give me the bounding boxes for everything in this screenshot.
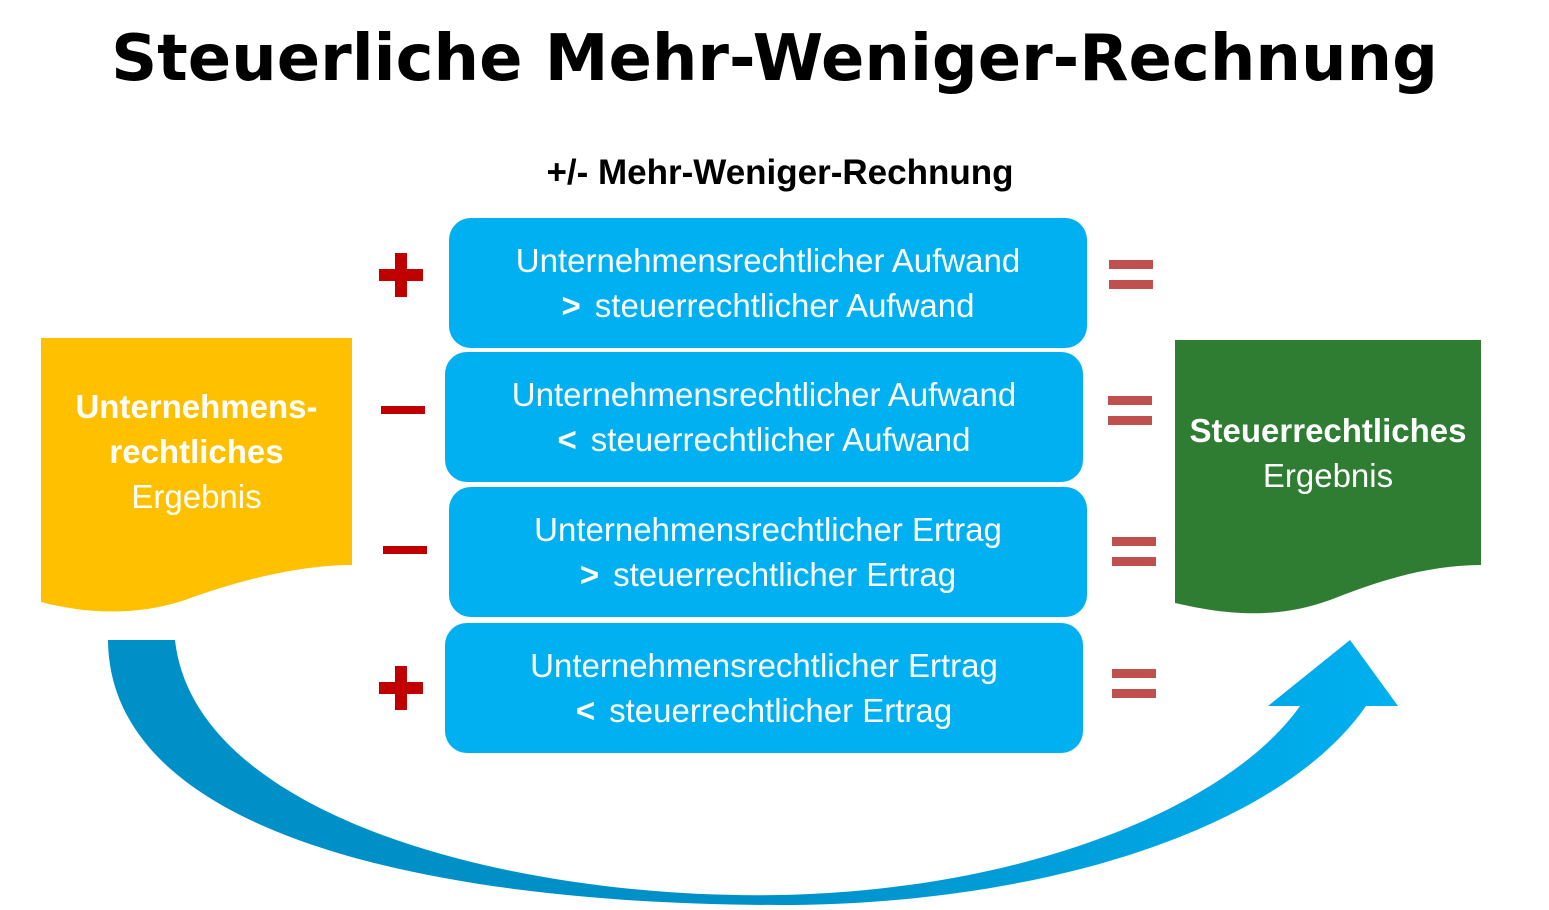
box-line2: > steuerrechtlicher Ertrag [580, 552, 956, 597]
box-line2: < steuerrechtlicher Aufwand [558, 417, 971, 462]
end-document-line2: Ergebnis [1262, 457, 1394, 494]
page-title: Steuerliche Mehr-Weniger-Rechnung [111, 22, 1438, 96]
minus-sign-icon [383, 546, 427, 554]
box-line2: < steuerrechtlicher Ertrag [576, 688, 952, 733]
box-line2-text: steuerrechtlicher Aufwand [594, 287, 975, 324]
equals-sign-icon [1112, 537, 1156, 567]
equals-sign-icon [1112, 669, 1156, 699]
start-document-line1: Unternehmens- [75, 388, 318, 425]
plus-sign-icon [379, 666, 423, 710]
box-line2-text: steuerrechtlicher Ertrag [613, 556, 957, 593]
adjustment-box-1: Unternehmensrechtlicher Aufwand > steuerr… [449, 218, 1087, 348]
box-line1: Unternehmensrechtlicher Aufwand [515, 242, 1021, 279]
comparison-operator: < [575, 692, 596, 729]
equals-sign-icon [1109, 260, 1153, 290]
diagram-subtitle: +/- Mehr-Weniger-Rechnung [546, 153, 1014, 192]
comparison-operator: > [579, 556, 600, 593]
comparison-operator: < [557, 421, 577, 458]
end-document-line1: Steuerrechtliches [1189, 412, 1467, 449]
comparison-operator: > [561, 287, 581, 324]
plus-sign-icon [379, 253, 423, 297]
end-document-shape [1175, 340, 1481, 614]
equals-sign-icon [1108, 396, 1152, 426]
minus-sign-icon [381, 406, 425, 414]
start-document-line3: Ergebnis [131, 478, 262, 515]
adjustment-box-2: Unternehmensrechtlicher Aufwand < steuerr… [445, 352, 1083, 482]
start-document-line2: rechtliches [109, 433, 284, 470]
start-document-shape [41, 338, 352, 612]
end-document-label: Steuerrechtliches Ergebnis [1175, 408, 1481, 498]
box-line1: Unternehmensrechtlicher Ertrag [534, 511, 1002, 548]
adjustment-box-4: Unternehmensrechtlicher Ertrag < steuerre… [445, 623, 1083, 753]
box-line2: > steuerrechtlicher Aufwand [562, 283, 975, 328]
box-line2-text: steuerrechtlicher Ertrag [609, 692, 953, 729]
box-line2-text: steuerrechtlicher Aufwand [590, 421, 971, 458]
adjustment-box-3: Unternehmensrechtlicher Ertrag > steuerre… [449, 487, 1087, 617]
box-line1: Unternehmensrechtlicher Ertrag [530, 647, 998, 684]
box-line1: Unternehmensrechtlicher Aufwand [511, 376, 1017, 413]
start-document-label: Unternehmens- rechtliches Ergebnis [41, 384, 352, 519]
